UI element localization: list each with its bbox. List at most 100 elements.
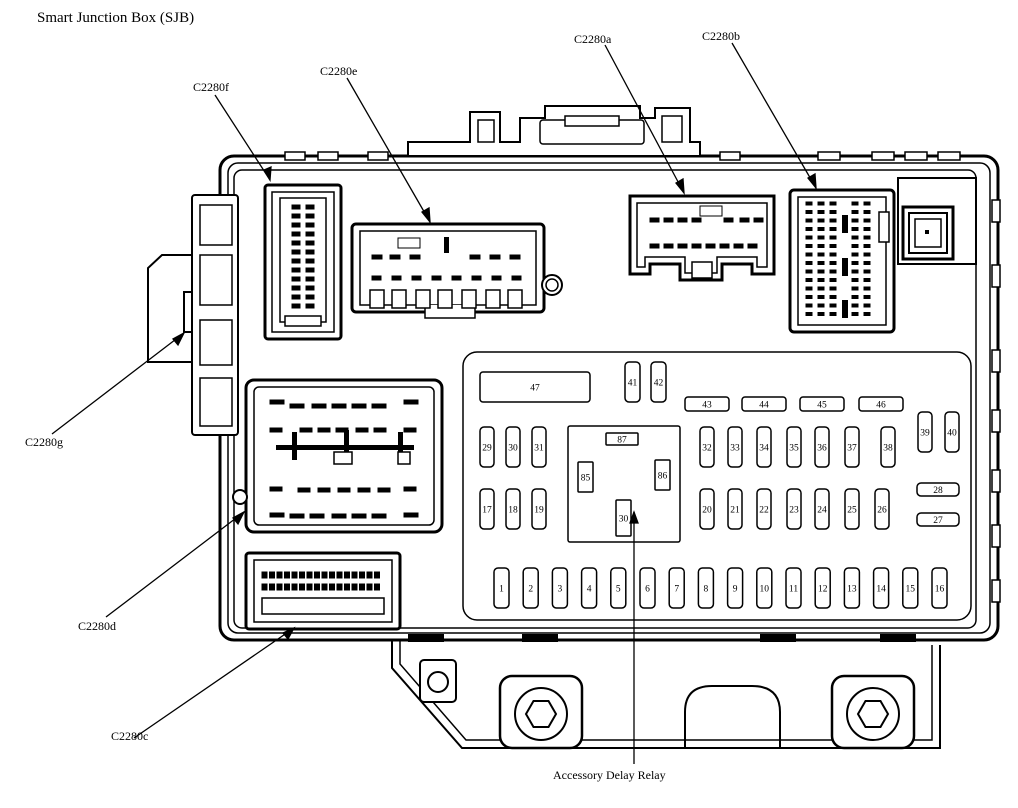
fuse-9-label: 9 bbox=[733, 585, 738, 595]
connector-c2280f bbox=[263, 183, 343, 341]
fuse-13: 13 bbox=[843, 567, 861, 609]
connector-c2280e bbox=[350, 222, 563, 319]
connector-c2280b bbox=[788, 188, 896, 334]
fuse-5-label: 5 bbox=[616, 585, 621, 595]
fuse-2-label: 2 bbox=[528, 585, 533, 595]
fuse-39: 39 bbox=[917, 411, 933, 453]
fuse-47-label: 47 bbox=[530, 384, 540, 394]
fuse-30: 30 bbox=[505, 426, 521, 468]
fuse-21-label: 21 bbox=[730, 506, 740, 516]
fuse-43-label: 43 bbox=[702, 401, 712, 411]
relay-pin-87: 87 bbox=[605, 432, 639, 446]
fuse-31-label: 31 bbox=[534, 444, 544, 454]
fuse-36-label: 36 bbox=[817, 444, 827, 454]
fuse-32-label: 32 bbox=[702, 444, 712, 454]
fuse-35-label: 35 bbox=[789, 444, 799, 454]
fuse-35: 35 bbox=[786, 426, 802, 468]
left-side-bracket bbox=[147, 194, 239, 436]
connector-c2280d bbox=[232, 378, 444, 534]
callout-c2280f: C2280f bbox=[193, 80, 229, 94]
fuse-39-label: 39 bbox=[920, 429, 930, 439]
fuse-41-label: 41 bbox=[628, 379, 638, 389]
fuse-11: 11 bbox=[785, 567, 802, 609]
fuse-2: 2 bbox=[522, 567, 539, 609]
fuse-45-label: 45 bbox=[817, 401, 827, 411]
fuse-27: 27 bbox=[916, 512, 960, 527]
connector-c2280a bbox=[628, 194, 776, 282]
fuse-14: 14 bbox=[872, 567, 890, 609]
fuse-20-label: 20 bbox=[702, 506, 712, 516]
fuse-38-label: 38 bbox=[883, 444, 893, 454]
fuse-27-label: 27 bbox=[933, 516, 943, 526]
fuse-4: 4 bbox=[580, 567, 598, 609]
fuse-22-label: 22 bbox=[759, 506, 769, 516]
connector-c2280c bbox=[244, 551, 402, 631]
fuse-24-label: 24 bbox=[817, 506, 827, 516]
fuse-34: 34 bbox=[756, 426, 772, 468]
fuse-44: 44 bbox=[741, 396, 787, 412]
fuse-8-label: 8 bbox=[704, 585, 709, 595]
fuse-12-label: 12 bbox=[818, 585, 828, 595]
fuse-10: 10 bbox=[756, 567, 773, 609]
fuse-9: 9 bbox=[726, 567, 744, 609]
callout-c2280c: C2280c bbox=[111, 729, 148, 743]
fuse-3: 3 bbox=[551, 567, 569, 609]
fuse-34-label: 34 bbox=[759, 444, 769, 454]
fuse-42: 42 bbox=[650, 361, 667, 403]
relay-pin-30-label: 30 bbox=[619, 515, 629, 525]
diagram-title: Smart Junction Box (SJB) bbox=[37, 10, 194, 26]
fuse-38: 38 bbox=[880, 426, 896, 468]
fuse-29: 29 bbox=[479, 426, 495, 468]
fuse-28-label: 28 bbox=[933, 486, 943, 496]
fuse-46: 46 bbox=[858, 396, 904, 412]
fuse-30-label: 30 bbox=[508, 444, 518, 454]
fuse-28: 28 bbox=[916, 482, 960, 497]
fuse-17-label: 17 bbox=[482, 506, 492, 516]
fuse-15: 15 bbox=[902, 567, 919, 609]
fuse-33-label: 33 bbox=[730, 444, 740, 454]
fuse-12: 12 bbox=[814, 567, 831, 609]
fuse-7-label: 7 bbox=[674, 585, 679, 595]
fuse-16-label: 16 bbox=[935, 585, 945, 595]
fuse-41: 41 bbox=[624, 361, 641, 403]
diagnostic-port bbox=[897, 177, 977, 265]
relay-pin-30: 30 bbox=[615, 499, 632, 537]
callout-c2280a: C2280a bbox=[574, 32, 612, 46]
fuse-17: 17 bbox=[479, 488, 495, 530]
callout-accessory-delay-relay: Accessory Delay Relay bbox=[553, 768, 666, 782]
fuse-26: 26 bbox=[874, 488, 890, 530]
fuse-1: 1 bbox=[493, 567, 510, 609]
fuse-14-label: 14 bbox=[876, 585, 886, 595]
mounting-bracket bbox=[391, 632, 941, 750]
fuse-15-label: 15 bbox=[906, 585, 916, 595]
fuse-37-label: 37 bbox=[847, 444, 857, 454]
fuse-19: 19 bbox=[531, 488, 547, 530]
fuse-20: 20 bbox=[699, 488, 715, 530]
fuse-24: 24 bbox=[814, 488, 830, 530]
relay-pin-85-label: 85 bbox=[581, 474, 591, 484]
fuse-11-label: 11 bbox=[789, 585, 798, 595]
fuse-26-label: 26 bbox=[877, 506, 887, 516]
callout-c2280e: C2280e bbox=[320, 64, 357, 78]
fuse-1-label: 1 bbox=[499, 585, 504, 595]
fuse-10-label: 10 bbox=[760, 585, 770, 595]
relay-pin-86: 86 bbox=[654, 459, 671, 491]
fuse-3-label: 3 bbox=[558, 585, 563, 595]
relay-pin-86-label: 86 bbox=[658, 472, 668, 482]
fuse-8: 8 bbox=[697, 567, 715, 609]
fuse-16: 16 bbox=[931, 567, 948, 609]
fuse-29-label: 29 bbox=[482, 444, 492, 454]
fuse-13-label: 13 bbox=[847, 585, 857, 595]
fuse-23-label: 23 bbox=[789, 506, 799, 516]
fuse-32: 32 bbox=[699, 426, 715, 468]
fuse-46-label: 46 bbox=[876, 401, 886, 411]
callout-c2280d: C2280d bbox=[78, 619, 116, 633]
fuse-37: 37 bbox=[844, 426, 860, 468]
callout-c2280g: C2280g bbox=[25, 435, 63, 449]
relay-pin-85: 85 bbox=[577, 461, 594, 493]
fuse-6: 6 bbox=[639, 567, 656, 609]
fuse-21: 21 bbox=[727, 488, 743, 530]
fuse-18-label: 18 bbox=[508, 506, 518, 516]
relay-pin-87-label: 87 bbox=[617, 436, 627, 446]
